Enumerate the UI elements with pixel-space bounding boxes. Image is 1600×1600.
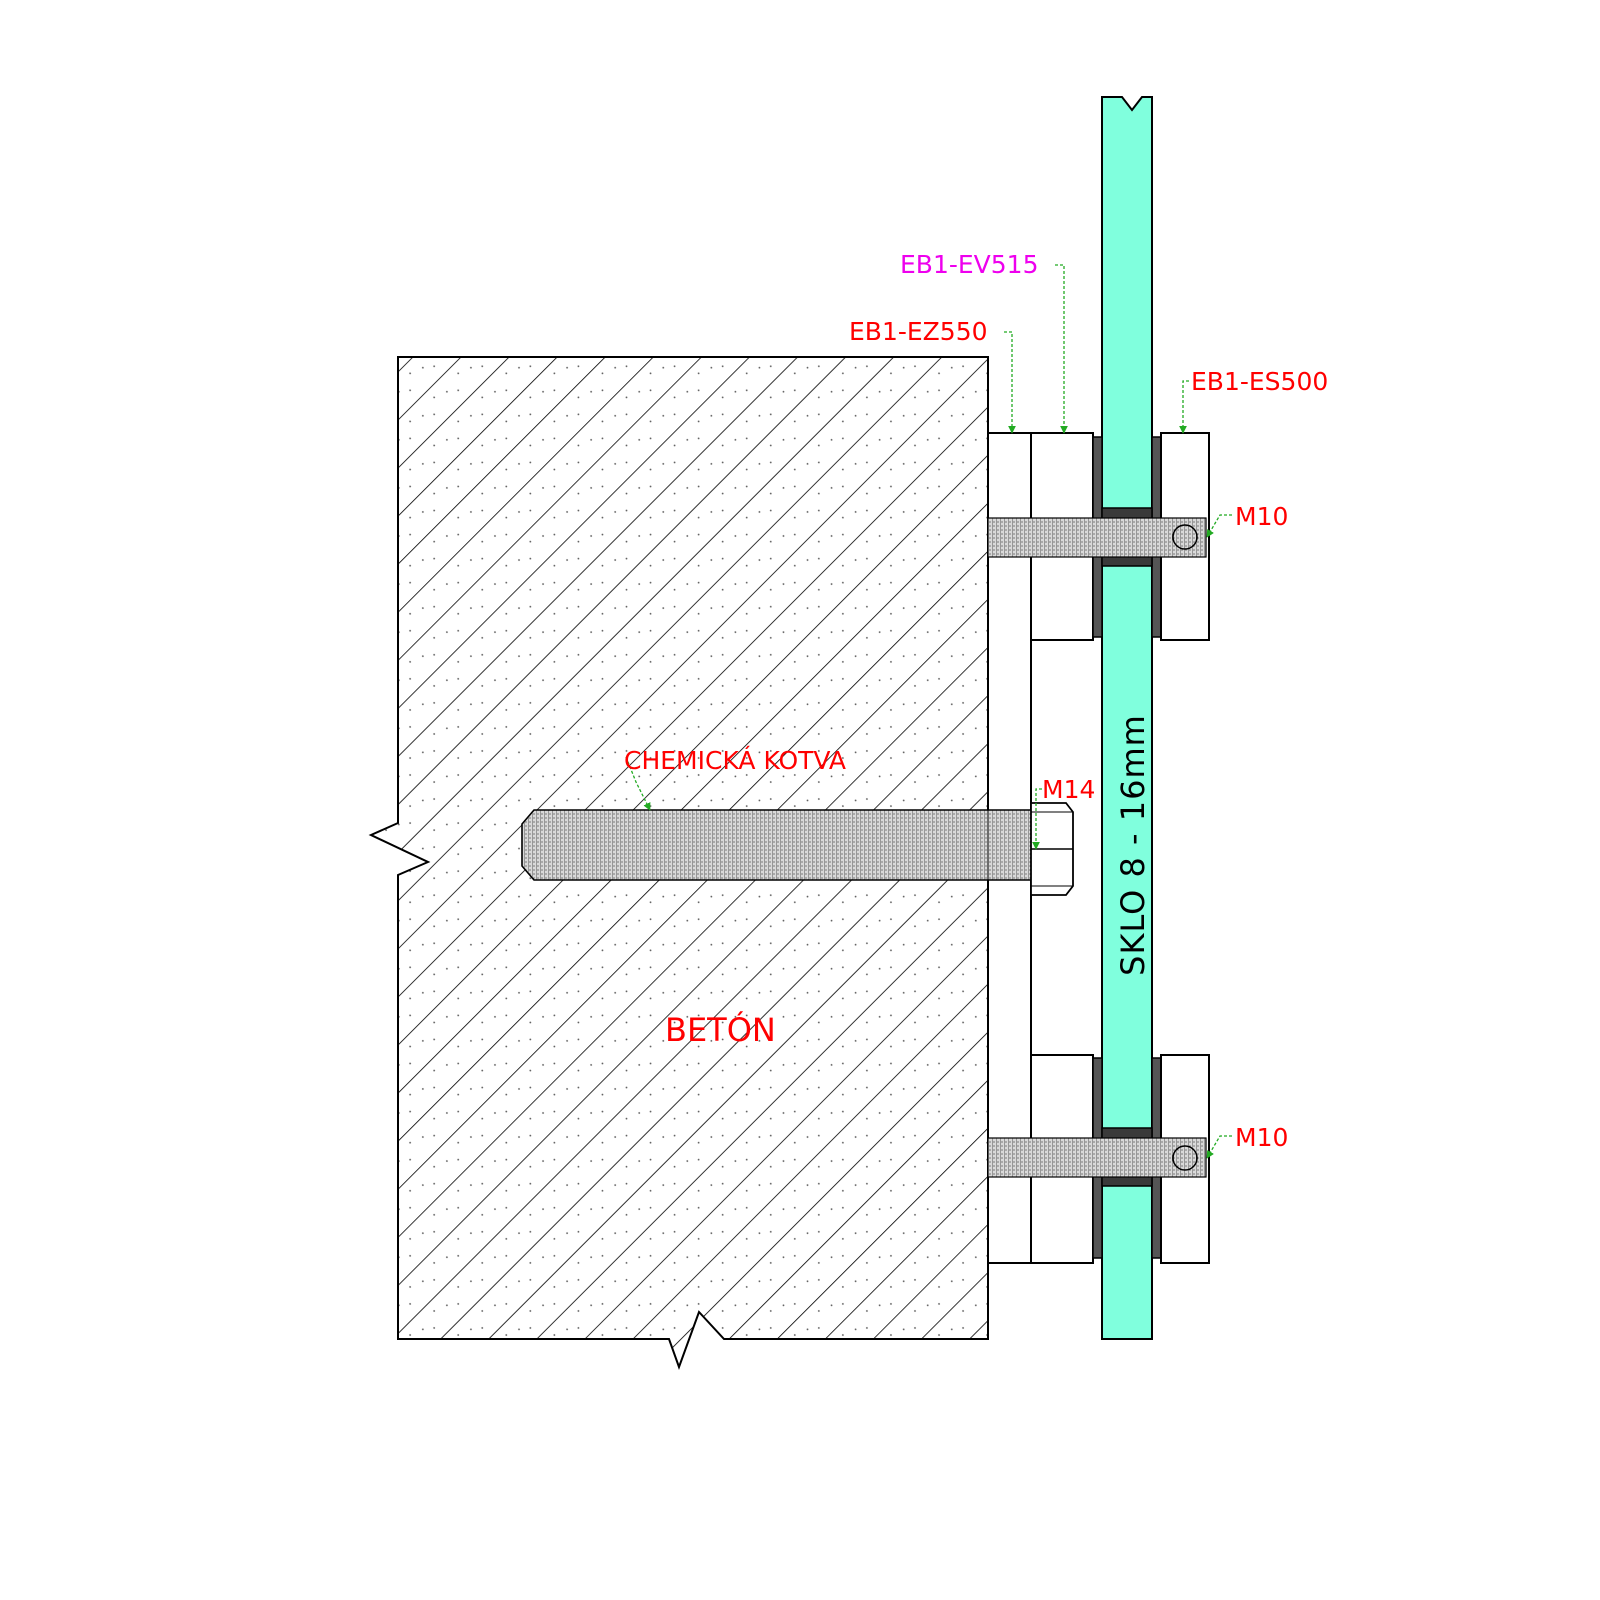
glass-pane [1101,96,1153,1340]
leader-m10-top [1206,514,1232,538]
m10-bolt-head-bottom [1172,1145,1198,1171]
label-m10-bottom: M10 [1235,1123,1288,1152]
label-m10-top: M10 [1235,502,1288,531]
leader-ez550 [1004,331,1016,434]
label-glass: SKLO 8 - 16mm [1114,714,1152,976]
label-ev515: EB1-EV515 [900,250,1039,279]
leader-m14 [1032,788,1042,850]
m10-bolt-bottom [987,1137,1207,1178]
leader-es500 [1179,380,1189,434]
leader-chemical-anchor [625,756,651,811]
label-es500: EB1-ES500 [1191,367,1328,396]
m10-bolt-head-top [1172,524,1198,550]
label-concrete: BETÓN [665,1010,776,1049]
label-chemical-anchor: CHEMICKÁ KOTVA [624,746,846,775]
label-m14: M14 [1042,775,1095,804]
chemical-anchor-rod [521,809,1051,881]
m10-bolt-top [987,517,1207,558]
leader-m10-bottom [1206,1135,1232,1159]
leader-ev515 [1055,264,1068,434]
label-ez550: EB1-EZ550 [849,317,988,346]
